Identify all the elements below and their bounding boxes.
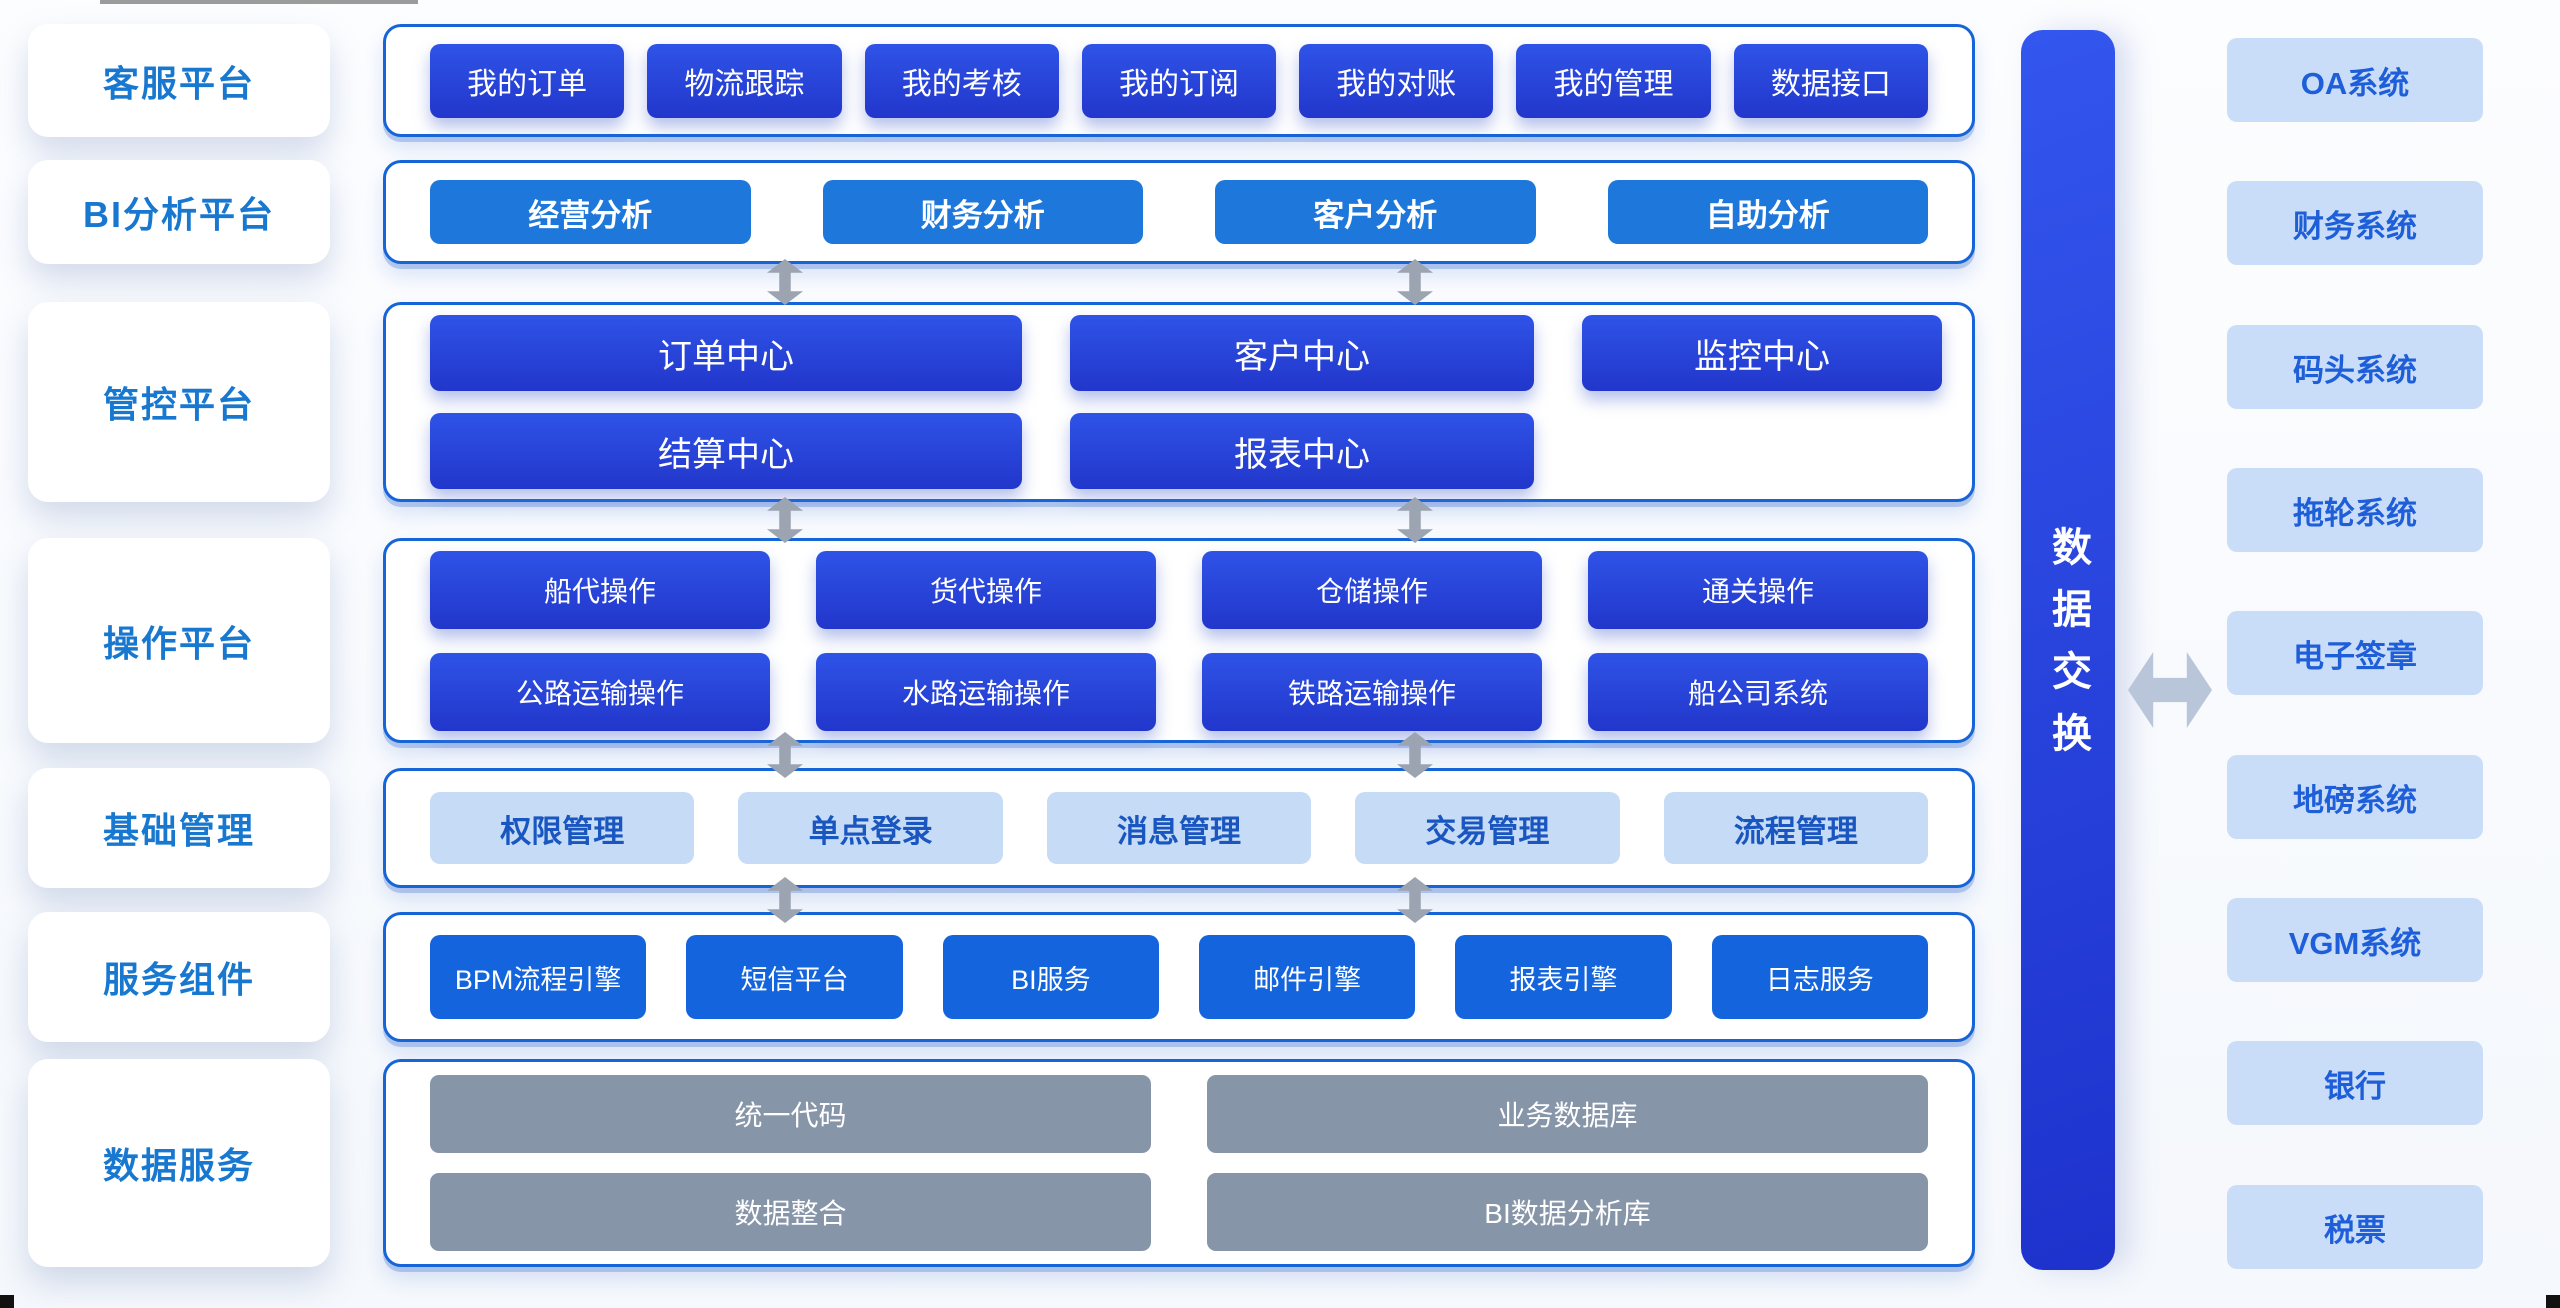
vertical-double-arrow-icon — [1397, 259, 1433, 305]
module-button: 结算中心 — [430, 413, 1022, 489]
platform-control: 管控平台 — [28, 302, 330, 502]
platform-bi-analysis: BI分析平台 — [28, 160, 330, 264]
platform-customer-service: 客服平台 — [28, 24, 330, 137]
module-button: 单点登录 — [738, 792, 1003, 864]
module-button: 交易管理 — [1355, 792, 1620, 864]
module-button: 船公司系统 — [1588, 652, 1928, 731]
module-button: 公路运输操作 — [430, 652, 770, 731]
module-button: 铁路运输操作 — [1202, 652, 1542, 731]
module-button: 日志服务 — [1711, 935, 1928, 1019]
module-button: 通关操作 — [1588, 550, 1928, 629]
module-button: 客户中心 — [1070, 315, 1534, 391]
module-button: 货代操作 — [816, 550, 1156, 629]
platform-data-service: 数据服务 — [28, 1059, 330, 1267]
module-button: 订单中心 — [430, 315, 1022, 391]
capture-artifact-mark — [2546, 1295, 2560, 1308]
external-system-card: 财务系统 — [2227, 181, 2483, 265]
module-button: 我的订单 — [430, 43, 625, 118]
layer-operation: 船代操作 货代操作 仓储操作 通关操作 公路运输操作 水路运输操作 铁路运输操作… — [383, 538, 1975, 743]
capture-artifact-mark — [0, 1295, 14, 1308]
module-button: 短信平台 — [686, 935, 903, 1019]
data-exchange-bar: 数据交换 — [2021, 30, 2115, 1270]
module-button: 数据接口 — [1733, 43, 1928, 118]
external-system-card: 银行 — [2227, 1041, 2483, 1125]
external-system-card: 码头系统 — [2227, 325, 2483, 409]
vertical-double-arrow-icon — [1397, 497, 1433, 543]
module-button: BPM流程引擎 — [430, 935, 647, 1019]
layer-control: 订单中心 客户中心 监控中心 结算中心 报表中心 — [383, 302, 1975, 502]
module-button: 水路运输操作 — [816, 652, 1156, 731]
module-button: 权限管理 — [430, 792, 695, 864]
platform-service-components: 服务组件 — [28, 912, 330, 1042]
horizontal-double-arrow-icon — [2128, 652, 2212, 728]
data-exchange-label: 数据交换 — [2046, 526, 2090, 774]
external-system-card: 拖轮系统 — [2227, 468, 2483, 552]
module-button: 物流跟踪 — [647, 43, 842, 118]
module-button: BI数据分析库 — [1207, 1173, 1928, 1251]
module-button: 数据整合 — [430, 1173, 1151, 1251]
module-button: 自助分析 — [1607, 180, 1928, 244]
module-button: 船代操作 — [430, 550, 770, 629]
external-system-card: OA系统 — [2227, 38, 2483, 122]
capture-artifact-line — [100, 0, 418, 4]
module-button: 仓储操作 — [1202, 550, 1542, 629]
external-system-card: VGM系统 — [2227, 898, 2483, 982]
platform-base-management: 基础管理 — [28, 768, 330, 888]
module-button: 财务分析 — [822, 180, 1143, 244]
external-system-card: 电子签章 — [2227, 611, 2483, 695]
platform-operation: 操作平台 — [28, 538, 330, 743]
module-button: 报表引擎 — [1455, 935, 1672, 1019]
module-button: 我的考核 — [864, 43, 1059, 118]
module-button: 经营分析 — [430, 180, 751, 244]
module-button: 消息管理 — [1046, 792, 1312, 864]
vertical-double-arrow-icon — [767, 259, 803, 305]
module-button: 客户分析 — [1215, 180, 1536, 244]
layer-data-service: 统一代码 业务数据库 数据整合 BI数据分析库 — [383, 1059, 1975, 1267]
module-button: 我的管理 — [1516, 43, 1711, 118]
module-button: 统一代码 — [430, 1075, 1151, 1153]
external-system-card: 地磅系统 — [2227, 755, 2483, 839]
module-button: 业务数据库 — [1207, 1075, 1928, 1153]
layer-base-management: 权限管理 单点登录 消息管理 交易管理 流程管理 — [383, 768, 1975, 888]
external-system-card: 税票 — [2227, 1185, 2483, 1269]
module-button: 我的对账 — [1299, 43, 1494, 118]
module-button: 邮件引擎 — [1198, 935, 1416, 1019]
vertical-double-arrow-icon — [767, 497, 803, 543]
module-button: 报表中心 — [1070, 413, 1534, 489]
module-button: 监控中心 — [1582, 315, 1942, 391]
layer-customer-service: 我的订单 物流跟踪 我的考核 我的订阅 我的对账 我的管理 数据接口 — [383, 24, 1975, 137]
module-button: 流程管理 — [1663, 792, 1929, 864]
layer-service-components: BPM流程引擎 短信平台 BI服务 邮件引擎 报表引擎 日志服务 — [383, 912, 1975, 1042]
module-button: 我的订阅 — [1081, 43, 1277, 118]
layer-bi-analysis: 经营分析 财务分析 客户分析 自助分析 — [383, 160, 1975, 264]
module-button: BI服务 — [942, 935, 1159, 1019]
